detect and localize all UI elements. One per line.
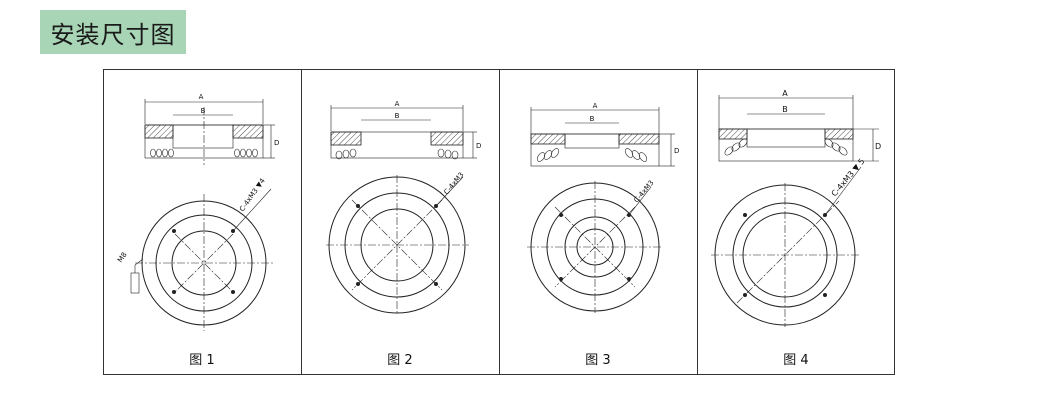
figure-caption: 图 2 (387, 353, 413, 368)
hole-callout: C-4xM3 (632, 179, 655, 204)
figure-panel-1: A B D C-4xM3 ▼4 (103, 69, 301, 375)
hole-callout: C-4xM3 (442, 171, 465, 196)
hole-callout: C-4xM3 ▼ 5 (830, 157, 867, 199)
figure-panel-3: A B D C-4xM3 图 3 (499, 69, 697, 375)
page-title: 安装尺寸图 (40, 10, 186, 54)
figure-caption: 图 1 (189, 353, 215, 368)
dim-d-label: D (274, 139, 279, 147)
dim-a-label: A (782, 89, 788, 98)
figure-2-drawing: A B D C-4xM3 (326, 100, 481, 315)
figure-3-drawing: A B D C-4xM3 (527, 102, 679, 313)
panel-divider (499, 69, 500, 375)
figure-4-drawing: A B D C-4xM3 ▼ 5 (711, 89, 881, 327)
dim-b-label: B (782, 105, 788, 114)
dim-a-label: A (395, 100, 400, 108)
figure-1-drawing: A B D C-4xM3 ▼4 (116, 93, 279, 331)
figure-panel-4: A B D C-4xM3 ▼ 5 图 4 (697, 69, 895, 375)
dim-a-label: A (199, 93, 204, 101)
figure-caption: 图 3 (585, 353, 611, 368)
side-callout: M8 (116, 251, 129, 264)
hole-callout: C-4xM3 ▼4 (238, 177, 267, 214)
panel-divider (697, 69, 698, 375)
dim-b-label: B (590, 115, 595, 123)
dim-d-label: D (674, 147, 679, 155)
dim-d-label: D (476, 142, 481, 150)
figure-caption: 图 4 (783, 353, 809, 368)
figure-panel-2: A B D C-4xM3 图 2 (301, 69, 499, 375)
dim-d-label: D (875, 142, 881, 151)
panel-divider (301, 69, 302, 375)
dim-a-label: A (593, 102, 598, 110)
dim-b-label: B (395, 112, 400, 120)
dim-b-label: B (201, 107, 206, 115)
